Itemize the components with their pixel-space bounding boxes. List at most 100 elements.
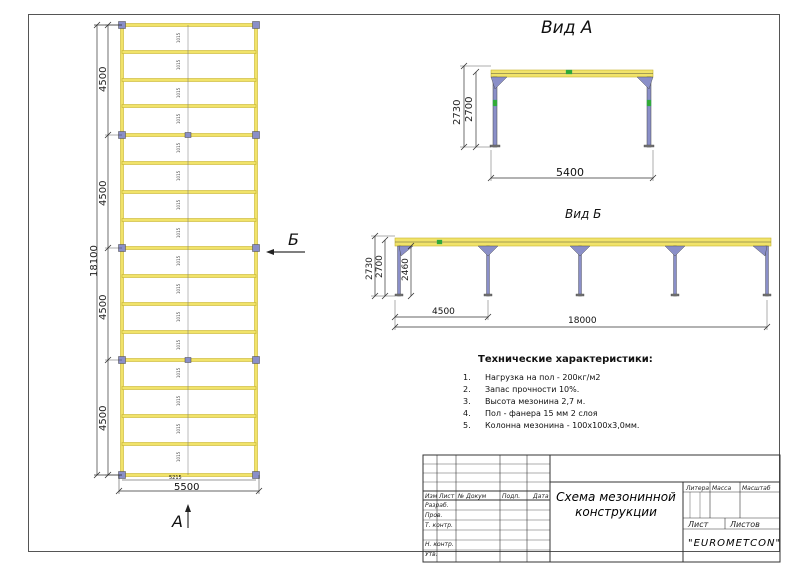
plan-joist: [121, 386, 257, 390]
spec-item: 5.Колонна мезонина - 100х100х3,0мм.: [463, 421, 640, 430]
view-b-bay: 4500: [432, 307, 455, 317]
view-a-title: Вид А: [541, 18, 593, 38]
spec-item: 2.Запас прочности 10%.: [463, 385, 580, 394]
view-b-brace: [752, 245, 768, 257]
view-a-brace: [490, 76, 508, 90]
view-a-bracket: [646, 99, 652, 107]
plan-joist: [121, 330, 257, 334]
spec-item: 3.Высота мезонина 2,7 м.: [463, 397, 586, 406]
view-b-title: Вид Б: [565, 207, 602, 221]
plan-dim-tick: [104, 21, 112, 29]
view-a-dim-tick: [487, 174, 495, 182]
view-b-length: 18000: [568, 316, 597, 326]
plan-dim-tick: [104, 244, 112, 252]
plan-column-plate: [252, 21, 260, 29]
view-a-dim-tick: [649, 174, 657, 182]
view-b-dim-tick: [391, 313, 399, 321]
view-b-height-column: 2700: [375, 255, 385, 278]
title-block-grid: [422, 454, 781, 563]
plan-joist-label: 1015: [176, 199, 181, 210]
plan-segment-4: 4500: [98, 405, 109, 431]
view-b-dim-tick: [484, 313, 492, 321]
plan-segment-3: 4500: [98, 294, 109, 320]
tb-col-sign: Подп.: [502, 493, 521, 500]
plan-center-plate: [184, 132, 192, 138]
plan-joist: [121, 302, 257, 306]
plan-joist-label: 1015: [176, 170, 181, 181]
tb-t-kontr: Т. контр.: [425, 522, 453, 529]
tb-masshtab: Масштаб: [742, 485, 771, 492]
tb-prov: Пров.: [425, 512, 443, 519]
plan-center-plate: [184, 357, 192, 363]
plan-joist-label: 1015: [176, 87, 181, 98]
plan-joist-label: 1015: [176, 339, 181, 350]
plan-joist: [121, 473, 257, 477]
tb-col-izm: Изм: [425, 493, 438, 500]
plan-dim-tick: [93, 471, 101, 479]
view-a-elevation: [460, 62, 657, 182]
plan-joist-label: 1015: [176, 367, 181, 378]
plan-joist: [121, 78, 257, 82]
plan-joist-label: 1015: [176, 451, 181, 462]
plan-joist-label: 1015: [176, 142, 181, 153]
view-b-baseplate: [483, 293, 493, 297]
drawing-title: Схема мезонинной конструкции: [556, 490, 676, 519]
plan-joist-label: 1015: [176, 113, 181, 124]
plan-joist: [121, 161, 257, 165]
plan-joist: [121, 414, 257, 418]
plan-joist: [121, 104, 257, 108]
tb-col-list: Лист: [439, 493, 455, 500]
tb-col-doc: № Докум: [458, 493, 487, 500]
tb-razrab: Разраб.: [425, 502, 449, 509]
plan-joist: [121, 246, 257, 250]
view-b-dim-tick: [763, 323, 771, 331]
view-a-baseplate: [643, 144, 655, 148]
view-b-dim-tick: [381, 236, 389, 244]
plan-segment-2: 4500: [98, 180, 109, 206]
tb-massa: Масса: [712, 485, 732, 492]
specs-title: Технические характеристики:: [478, 354, 653, 365]
plan-dim-tick: [104, 471, 112, 479]
tb-listov: Листов: [730, 520, 760, 529]
plan-segment-1: 4500: [98, 66, 109, 92]
plan-joist-label: 1015: [176, 395, 181, 406]
view-b-baseplate: [670, 293, 680, 297]
plan-total-length: 18100: [89, 245, 100, 277]
tb-col-date: Дата: [533, 493, 549, 500]
view-b-height-clear: 2460: [401, 258, 411, 281]
view-b-arrow-head: [266, 249, 274, 255]
view-b-elevation: [371, 232, 772, 331]
plan-joist: [121, 190, 257, 194]
plan-column-plate: [252, 471, 260, 479]
view-b-dim-tick: [391, 323, 399, 331]
view-b-dim-tick: [407, 292, 415, 300]
spec-item: 1.Нагрузка на пол - 200кг/м2: [463, 373, 601, 382]
view-b-arrow-label: Б: [288, 230, 299, 249]
technical-specs: Технические характеристики: 1.Нагрузка н…: [463, 354, 763, 433]
view-b-column: [765, 245, 769, 297]
tb-n-kontr: Н. контр.: [425, 541, 454, 548]
company-name: "EUROMETCON": [688, 538, 782, 549]
plan-joist: [121, 442, 257, 446]
view-a-arrow-head: [185, 504, 191, 512]
view-a-arrow-label: А: [172, 512, 183, 531]
plan-column-plate: [252, 244, 260, 252]
plan-joist-label: 1015: [176, 227, 181, 238]
plan-joist-label: 1015: [176, 311, 181, 322]
plan-joist-label: 1015: [176, 255, 181, 266]
tb-frame: [422, 454, 781, 563]
plan-dim-tick: [115, 487, 123, 495]
plan-dim-tick: [255, 487, 263, 495]
view-a-brace: [636, 76, 654, 90]
plan-view: 1015 1015 1015 1015 1015 1015 1015 1015 1015 1015…: [93, 21, 305, 528]
tb-list: Лист: [688, 520, 709, 529]
plan-width: 5500: [174, 482, 200, 493]
view-b-brace: [569, 245, 591, 257]
view-b-height-total: 2730: [365, 257, 375, 280]
plan-joist-label: 1015: [176, 283, 181, 294]
plan-joist-label: 1015: [176, 59, 181, 70]
plan-dim-tick: [93, 21, 101, 29]
view-a-height-column: 2700: [464, 96, 475, 122]
